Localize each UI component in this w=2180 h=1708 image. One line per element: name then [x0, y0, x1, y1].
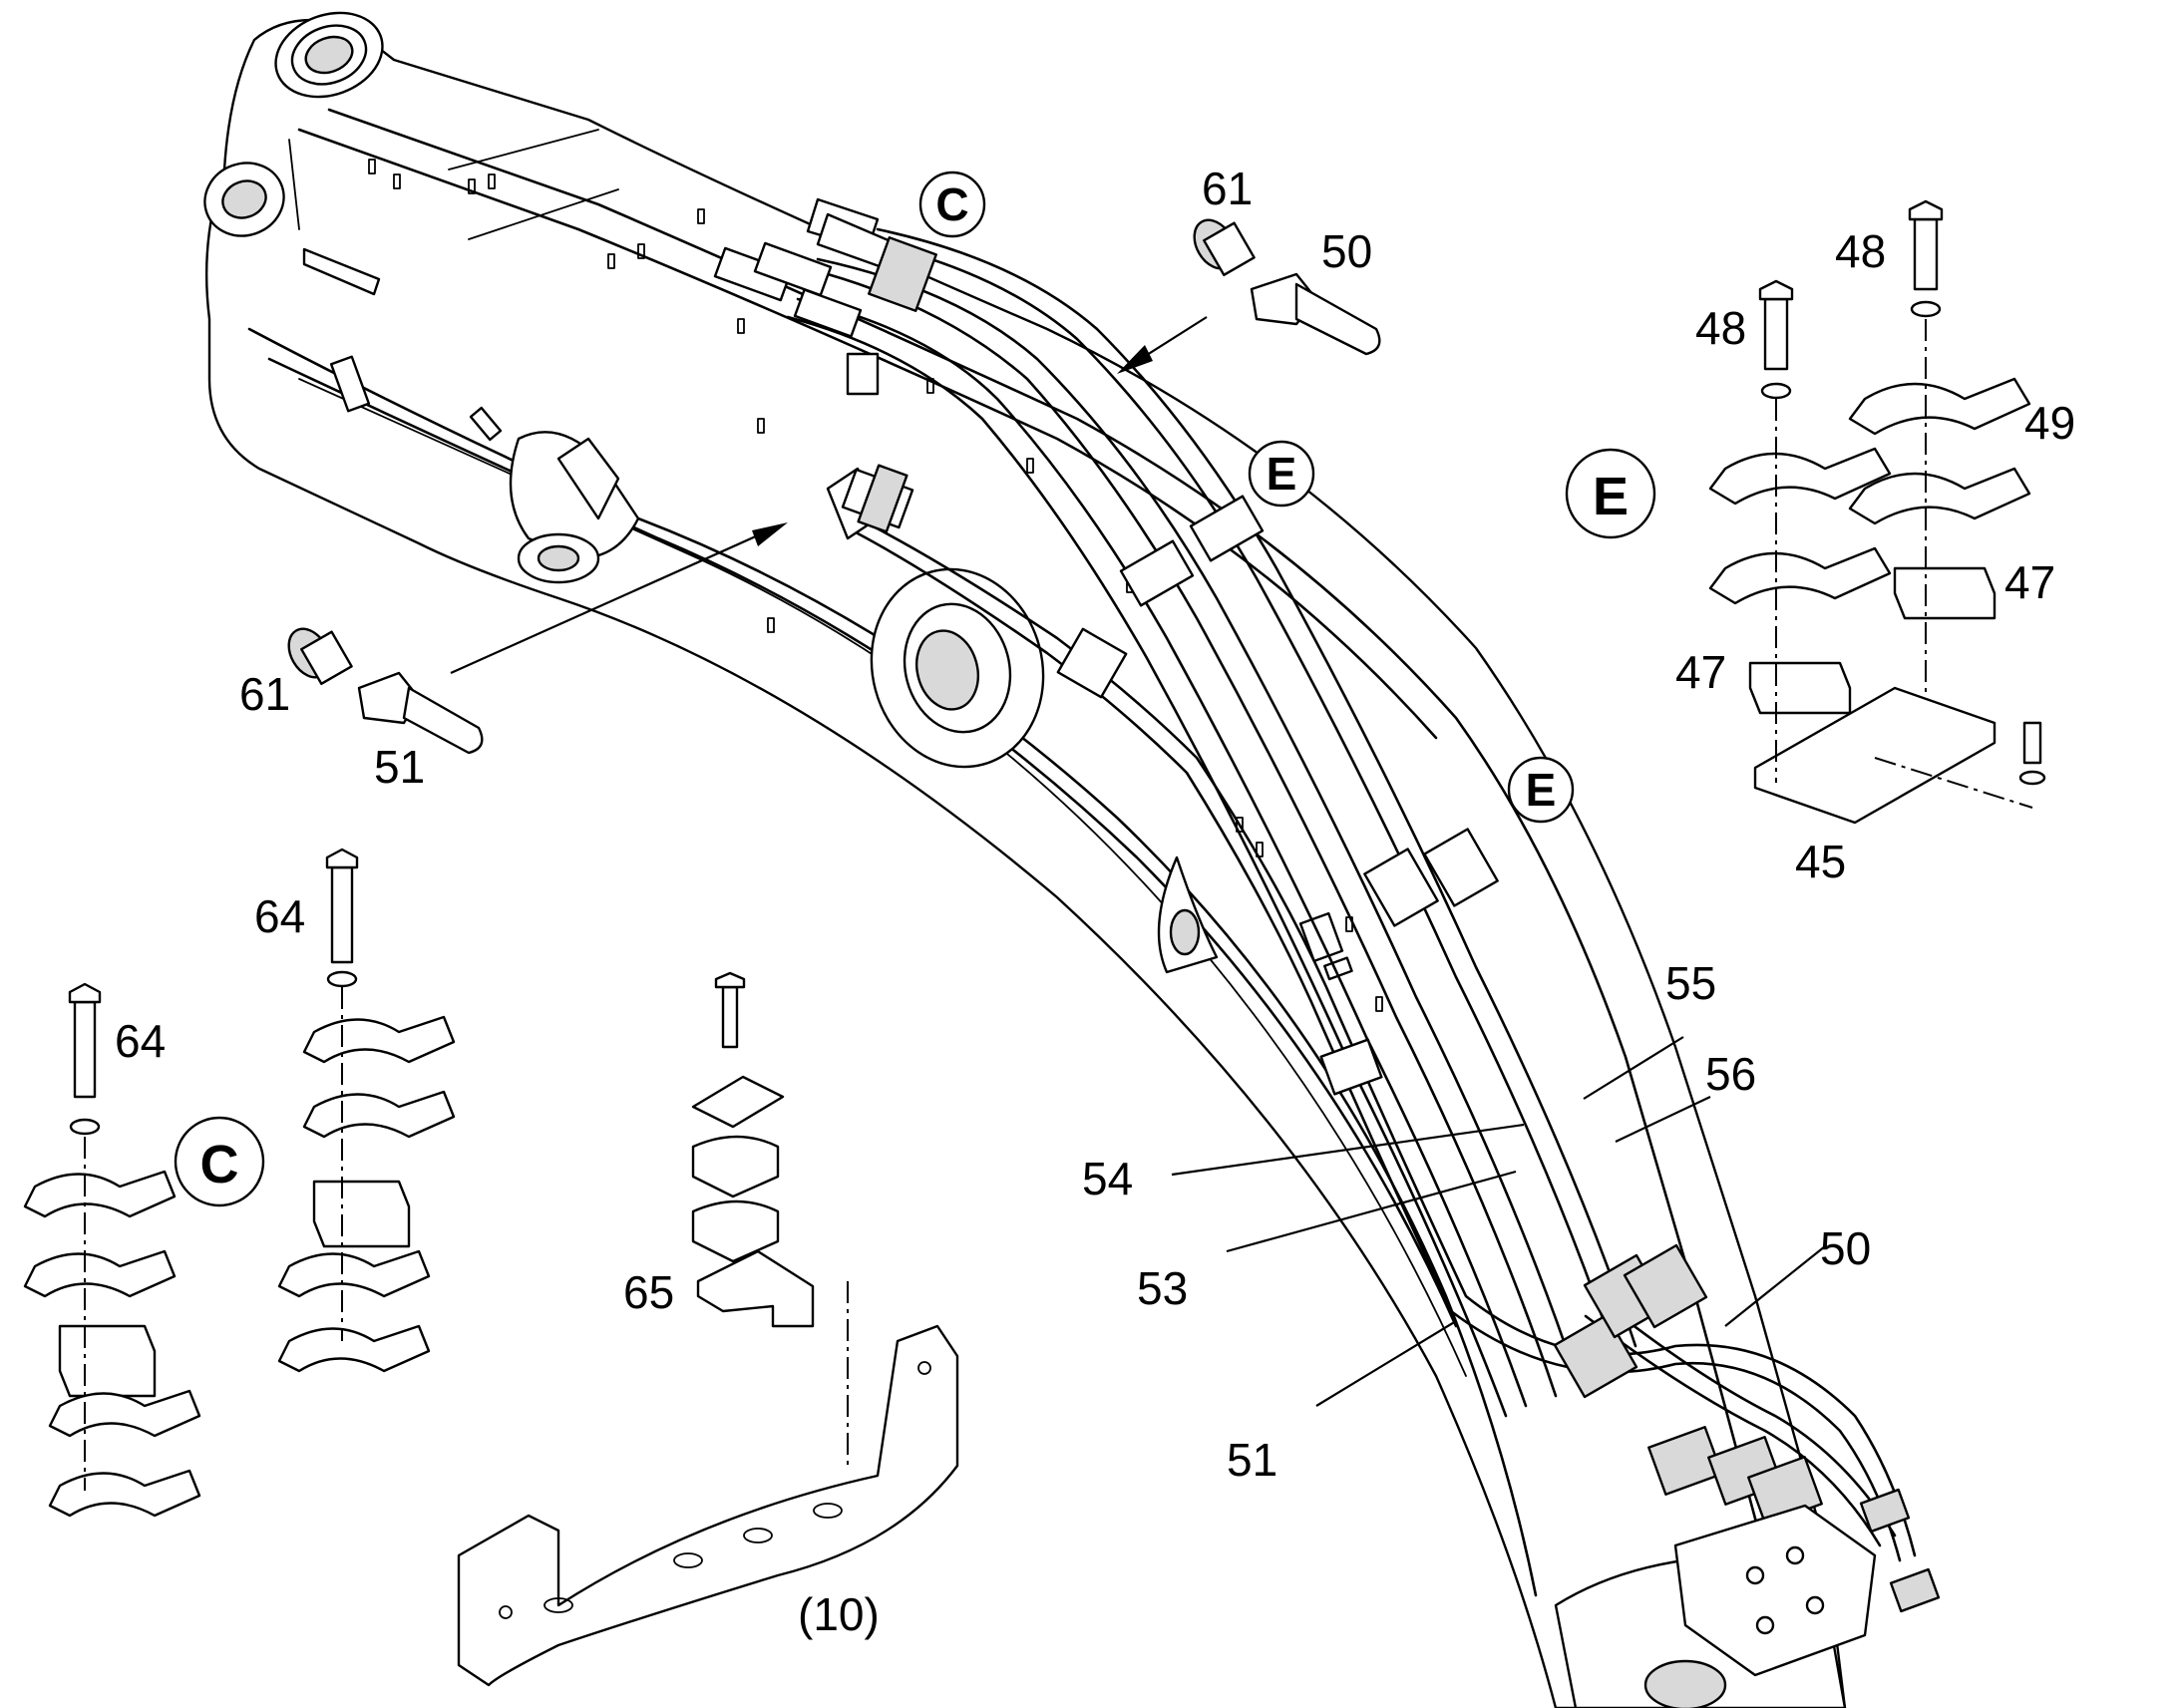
part-number-64-upper: 64 [254, 890, 305, 942]
part-number-48-right: 48 [1835, 225, 1886, 277]
part-number-49: 49 [2024, 397, 2075, 449]
part-number-51-lower: 51 [1227, 1434, 1277, 1486]
part-number-54: 54 [1082, 1153, 1133, 1204]
bracket-detail [457, 971, 959, 1687]
callout-e-boom-lower: E [1526, 764, 1557, 816]
callout-circles [174, 171, 1656, 1207]
callout-e-boom-upper: E [1267, 448, 1297, 500]
part-number-51-left: 51 [374, 741, 425, 793]
callout-c-detail: C [200, 1135, 239, 1195]
leader-lines [1171, 1036, 1826, 1407]
part-number-47-right: 47 [2004, 556, 2055, 608]
callout-c-top: C [935, 178, 968, 230]
clamp-detail-e [1708, 199, 2046, 825]
part-number-61-top: 61 [1202, 163, 1253, 214]
part-number-50-lower: 50 [1820, 1222, 1871, 1274]
clamp-detail-c [23, 848, 456, 1518]
part-number-10: (10) [798, 1588, 880, 1640]
callout-e-detail: E [1593, 467, 1629, 526]
part-number-53: 53 [1137, 1262, 1188, 1314]
part-number-55: 55 [1665, 957, 1716, 1009]
fitting-detail-top [1193, 218, 1381, 356]
part-number-48-left: 48 [1695, 302, 1746, 354]
part-number-56: 56 [1705, 1048, 1756, 1100]
part-number-45: 45 [1795, 836, 1846, 887]
boom-structure [203, 11, 1847, 1708]
part-number-64-lower: 64 [115, 1015, 166, 1067]
reference-arrows [450, 316, 1208, 675]
part-number-61-left: 61 [239, 668, 290, 720]
fitting-detail-left [287, 627, 484, 755]
part-number-50-top: 50 [1321, 225, 1372, 277]
part-number-47-left: 47 [1675, 646, 1726, 698]
pipe-bundle [786, 227, 1917, 1562]
pipe-fittings-top [713, 197, 1941, 1677]
boom-slot-marks [368, 159, 1383, 1012]
part-number-65: 65 [623, 1266, 674, 1318]
